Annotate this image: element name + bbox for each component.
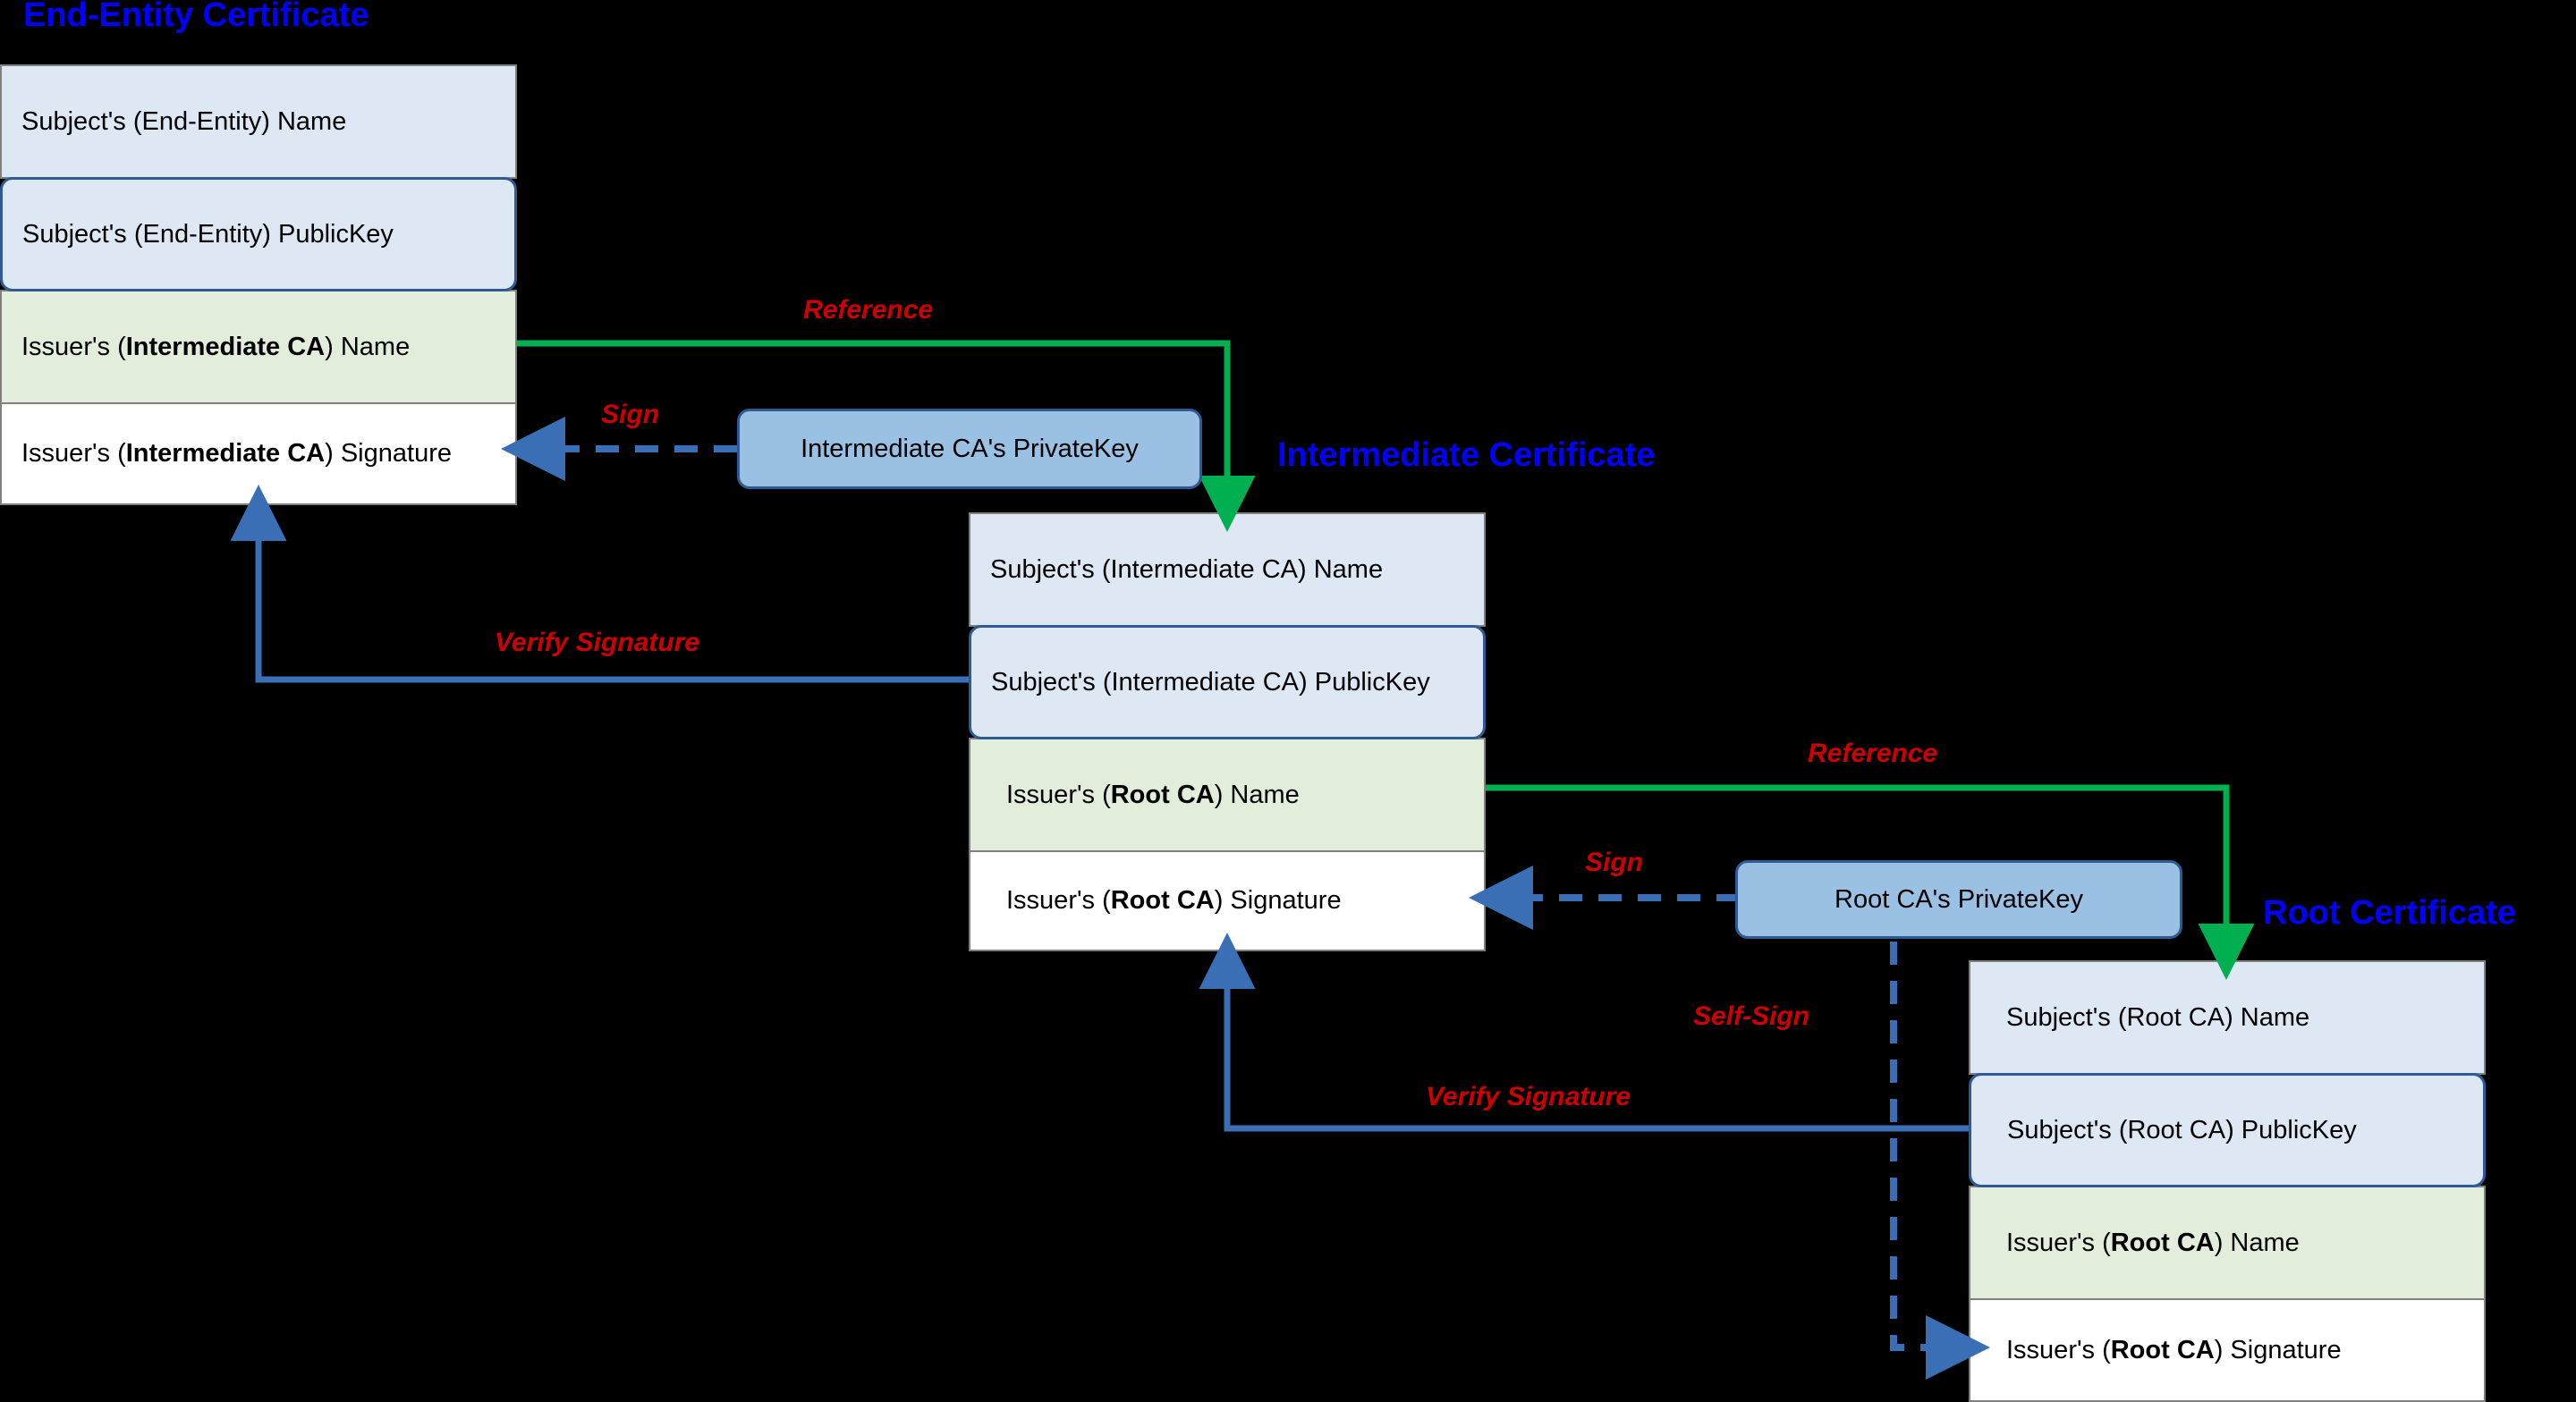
certificate-end-entity: Subject's (End-Entity) Name Subject's (E… (0, 64, 517, 505)
row-subject-publickey: Subject's (End-Entity) PublicKey (0, 177, 517, 291)
edge-label-verify-signature-top: Verify Signature (495, 628, 699, 657)
row-text: Issuer's (Root CA) Signature (2006, 1335, 2342, 1364)
row-subject-name: Subject's (Root CA) Name (1969, 960, 2486, 1075)
edge-label-verify-signature-bottom: Verify Signature (1426, 1082, 1631, 1111)
wire-self-sign (1890, 942, 1990, 1380)
row-issuer-signature: Issuer's (Intermediate CA) Signature (0, 402, 517, 505)
row-text: Subject's (End-Entity) PublicKey (22, 219, 394, 249)
cert-title-end-entity: End-Entity Certificate (23, 0, 369, 34)
row-text: Subject's (Root CA) Name (2006, 1002, 2310, 1032)
row-subject-publickey: Subject's (Intermediate CA) PublicKey (969, 625, 1486, 739)
row-text: Issuer's (Root CA) Name (1006, 780, 1300, 809)
row-text: Subject's (End-Entity) Name (21, 106, 347, 136)
row-text: Subject's (Intermediate CA) Name (990, 554, 1384, 584)
row-subject-publickey: Subject's (Root CA) PublicKey (1969, 1073, 2486, 1187)
row-issuer-name: Issuer's (Root CA) Name (969, 738, 1486, 852)
certificate-intermediate: Subject's (Intermediate CA) Name Subject… (969, 512, 1486, 951)
row-issuer-name: Issuer's (Root CA) Name (1969, 1186, 2486, 1300)
certificate-root: Subject's (Root CA) Name Subject's (Root… (1969, 960, 2486, 1402)
edge-label-sign-bottom: Sign (1585, 848, 1643, 877)
row-text: Issuer's (Intermediate CA) Signature (21, 439, 452, 468)
row-text: Subject's (Intermediate CA) PublicKey (991, 667, 1430, 697)
private-key-intermediate-ca: Intermediate CA's PrivateKey (737, 409, 1202, 489)
row-text: Issuer's (Root CA) Name (2006, 1228, 2300, 1257)
edge-label-self-sign: Self-Sign (1693, 1001, 1810, 1031)
cert-title-intermediate: Intermediate Certificate (1277, 436, 1656, 474)
row-subject-name: Subject's (Intermediate CA) Name (969, 512, 1486, 627)
row-subject-name: Subject's (End-Entity) Name (0, 64, 517, 179)
row-issuer-signature: Issuer's (Root CA) Signature (1969, 1298, 2486, 1402)
edge-label-reference-bottom: Reference (1808, 739, 1938, 768)
edge-label-sign-top: Sign (601, 400, 659, 429)
cert-title-root: Root Certificate (2263, 894, 2516, 932)
row-text: Issuer's (Intermediate CA) Name (21, 332, 411, 361)
row-text: Subject's (Root CA) PublicKey (2007, 1115, 2357, 1144)
private-key-label: Root CA's PrivateKey (1835, 884, 2083, 914)
edge-label-reference-top: Reference (803, 295, 934, 325)
row-text: Issuer's (Root CA) Signature (1006, 886, 1342, 915)
private-key-root-ca: Root CA's PrivateKey (1735, 860, 2182, 939)
private-key-label: Intermediate CA's PrivateKey (801, 434, 1139, 463)
row-issuer-name: Issuer's (Intermediate CA) Name (0, 290, 517, 404)
row-issuer-signature: Issuer's (Root CA) Signature (969, 850, 1486, 951)
